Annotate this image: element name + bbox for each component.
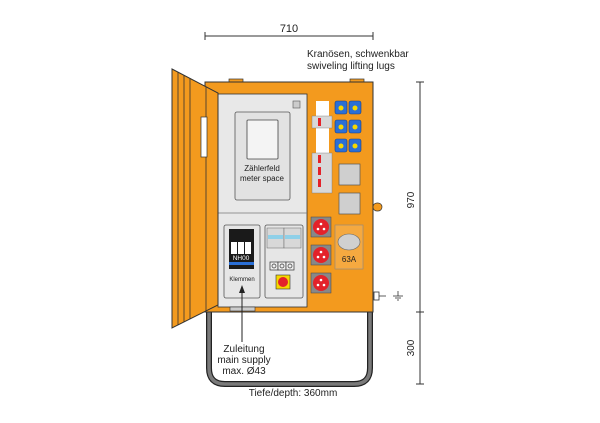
fuse-label: NH00 (233, 255, 250, 262)
lifting-lugs-label-en: swiveling lifting lugs (307, 61, 395, 72)
meter-label-en: meter space (240, 174, 285, 183)
supply-label-de: Zuleitung (223, 344, 264, 355)
ground-icon (393, 291, 403, 301)
cabinet-door (171, 68, 219, 329)
blank-cover (338, 192, 361, 215)
height-label: 970 (406, 191, 417, 208)
supply-max-diameter: max. Ø43 (222, 366, 266, 377)
stand-height-label: 300 (406, 339, 417, 356)
terminal-blocks (269, 261, 295, 271)
meter-window (246, 119, 279, 160)
door-window (200, 116, 208, 158)
indicator-square (292, 100, 301, 109)
red-cee-sockets (310, 216, 332, 294)
width-label: 710 (280, 23, 298, 35)
ground-terminal (373, 291, 386, 301)
side-handle (372, 202, 383, 212)
blank-cover (338, 163, 361, 186)
depth-label: Tiefe/depth: 360mm (249, 388, 338, 399)
supply-label-en: main supply (217, 355, 270, 366)
meter-label-de: Zählerfeld (244, 164, 280, 173)
width-dimension (204, 32, 374, 40)
height-dimension (416, 81, 424, 385)
lifting-lugs-label-de: Kranösen, schwenkbar (307, 49, 409, 60)
cee-63a-label: 63A (342, 255, 357, 264)
circuit-breakers (311, 115, 333, 194)
terminals-label: Klemmen (229, 277, 254, 283)
